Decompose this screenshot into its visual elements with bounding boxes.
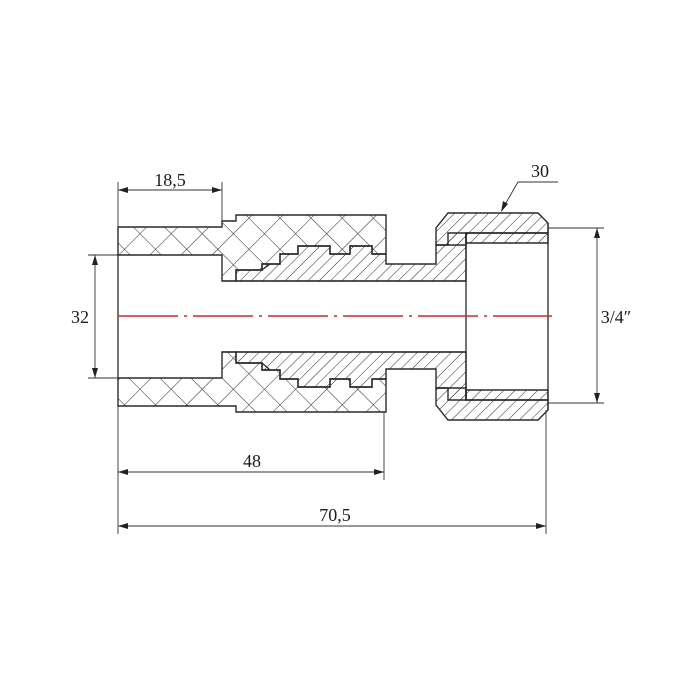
- dimension-pipe-diameter: 32: [71, 254, 118, 379]
- dimension-socket-depth: 18,5: [117, 170, 223, 227]
- dimension-thread-size: 3/4″: [548, 227, 632, 404]
- dimension-nut-size: 30: [501, 161, 558, 212]
- dimension-label-nut-size: 30: [531, 161, 549, 181]
- dimension-overall-length: 70,5: [117, 410, 547, 534]
- plastic-socket-section: [117, 214, 387, 413]
- dimension-label-pipe-diameter: 32: [71, 307, 89, 327]
- dimension-label-overall-length: 70,5: [319, 505, 351, 525]
- dimension-label-socket-depth: 18,5: [154, 170, 186, 190]
- metal-insert-section: [235, 232, 467, 401]
- dimension-label-thread-size: 3/4″: [601, 307, 632, 327]
- dimension-label-body-length: 48: [243, 451, 261, 471]
- dimension-body-length: 48: [117, 406, 385, 480]
